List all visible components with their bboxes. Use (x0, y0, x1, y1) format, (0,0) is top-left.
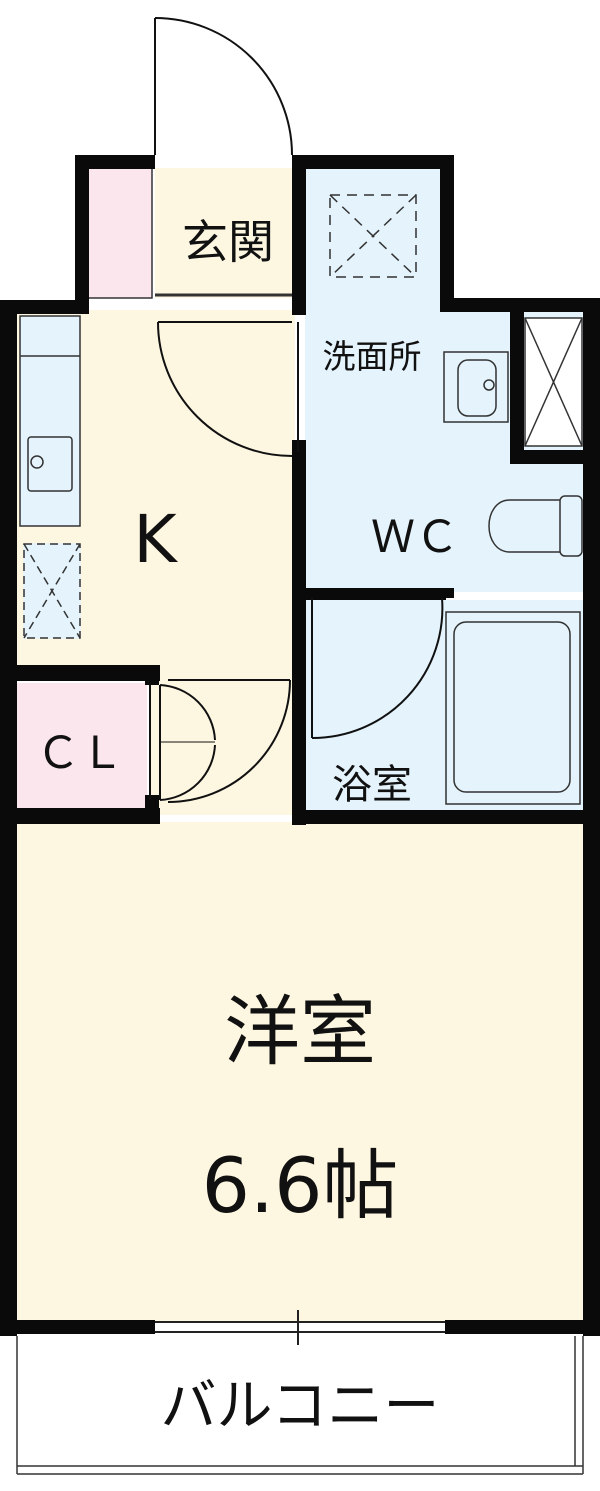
bathtub-icon (445, 611, 581, 805)
closet-door (149, 684, 216, 801)
shoe-cabinet (87, 167, 153, 299)
toilet-label: ＷＣ (371, 512, 459, 563)
bathroom-floor (305, 600, 583, 810)
entrance-label: 玄関 (182, 215, 274, 269)
kitchen-counter (19, 315, 81, 527)
kitchen-door (157, 321, 299, 457)
balcony-label: バルコニー (161, 1374, 440, 1439)
washbasin-icon (443, 351, 509, 423)
toilet-icon (488, 495, 583, 557)
kitchen-label: K (133, 501, 178, 578)
bathroom-label: 浴室 (332, 762, 412, 808)
washroom-ventilation-icon (329, 194, 417, 278)
walls (0, 155, 600, 1336)
western-room-door (167, 679, 291, 803)
balcony (16, 1336, 584, 1475)
washer-space-icon (524, 317, 583, 447)
washroom-label: 洗面所 (323, 337, 422, 376)
entrance-door (154, 17, 293, 156)
balcony-window (155, 1310, 445, 1345)
western-room-floor (17, 822, 583, 1322)
closet-floor (17, 683, 147, 808)
western-room-label: 洋室 (224, 987, 376, 1076)
western-room-size: 6.6帖 (202, 1141, 399, 1230)
washroom-floor (305, 168, 445, 310)
closet-label: ＣＬ (36, 728, 124, 779)
kitchen-ventilation-icon (23, 543, 81, 639)
entrance-floor (155, 168, 295, 298)
bathroom-door (311, 597, 444, 740)
